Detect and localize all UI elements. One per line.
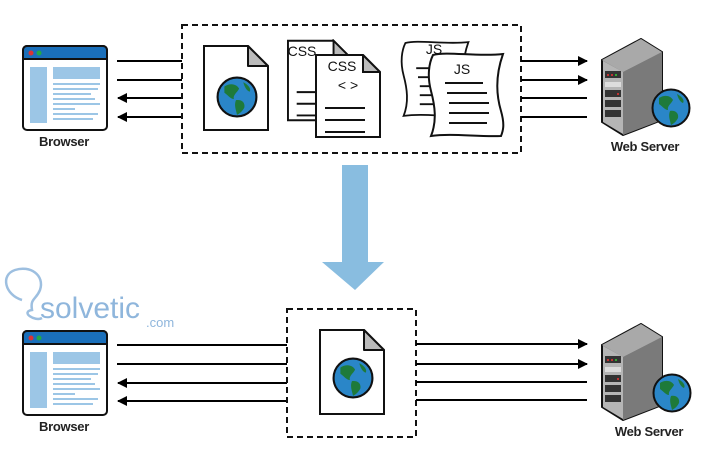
watermark-suffix: .com: [146, 315, 174, 330]
web-server-label: Web Server: [611, 139, 680, 154]
solvetic-watermark: solvetic .com: [4, 267, 174, 330]
web-server-icon: [601, 323, 663, 421]
js-label-front: JS: [454, 61, 470, 77]
web-server-label: Web Server: [615, 424, 684, 439]
css-label-front: CSS: [328, 58, 357, 74]
resources-group-box: [181, 24, 522, 154]
globe-icon: [652, 373, 692, 413]
js-label-back: JS: [426, 41, 442, 57]
css-brackets: < >: [338, 77, 358, 93]
css-label-back: CSS: [288, 43, 317, 59]
browser-icon: [22, 330, 108, 416]
browser-icon: [22, 45, 108, 131]
top-right-connections: [521, 56, 588, 118]
web-server-icon: [601, 38, 663, 136]
globe-icon: [651, 88, 691, 128]
browser-label: Browser: [39, 134, 89, 149]
transition-arrow-down: [322, 165, 384, 290]
logo-bubble-icon: [4, 267, 43, 321]
bottom-right-connections: [416, 339, 588, 401]
globe-icon: [332, 357, 374, 399]
globe-icon: [216, 76, 258, 118]
browser-label: Browser: [39, 419, 89, 434]
top-left-connections: [117, 60, 182, 122]
bundle-group-box: [286, 308, 417, 438]
watermark-text: solvetic: [40, 292, 140, 325]
bottom-left-connections: [117, 344, 287, 406]
